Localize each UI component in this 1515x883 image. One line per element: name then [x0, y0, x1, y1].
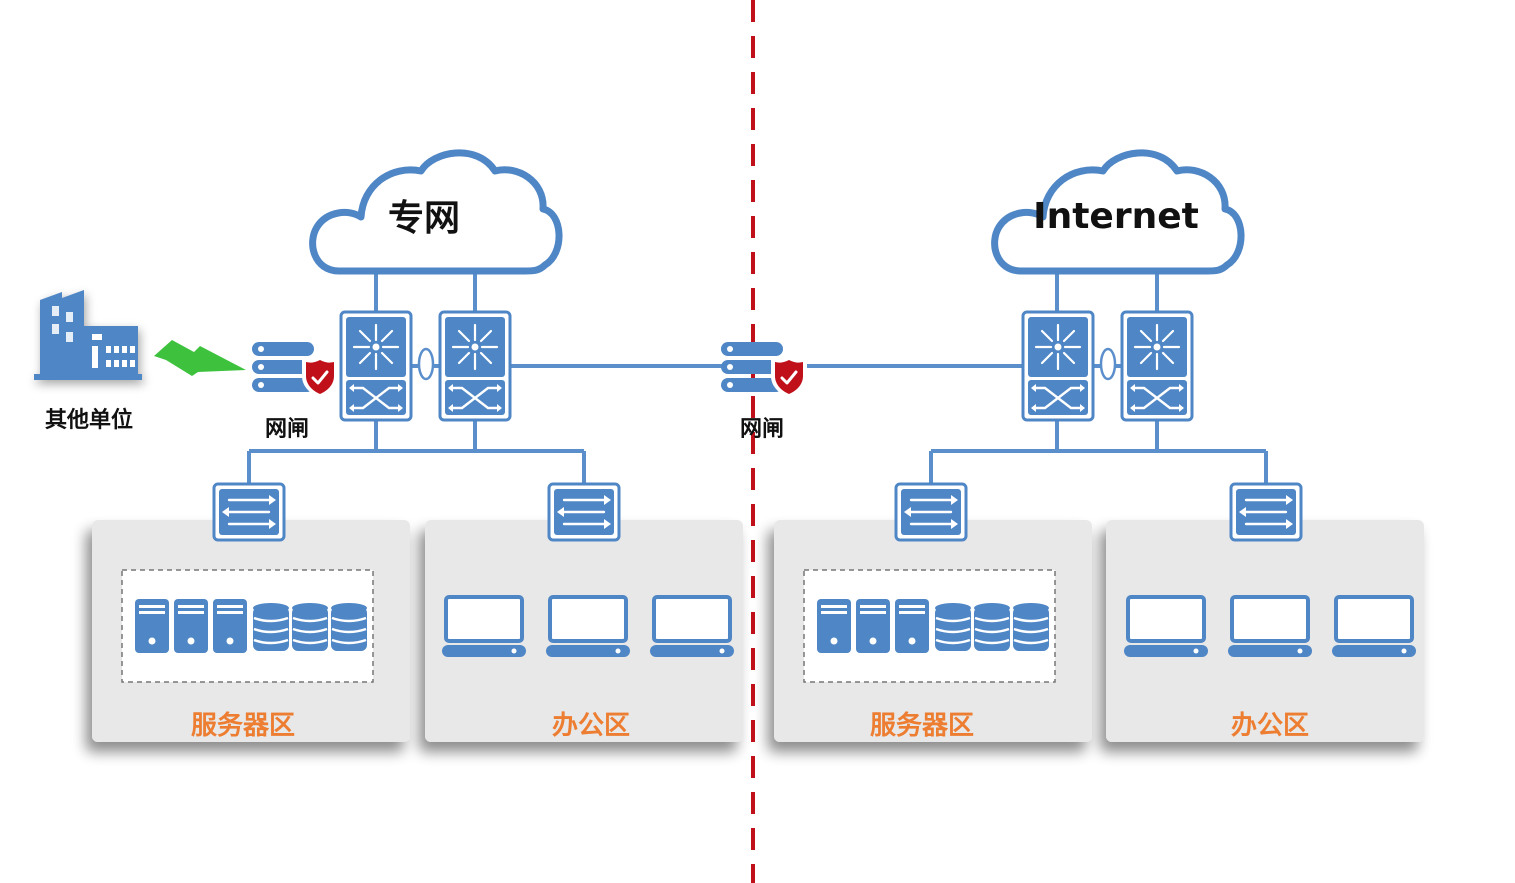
- right-office-access-switch-icon: [1229, 482, 1303, 542]
- right-server-zone-label: 服务器区: [870, 711, 974, 741]
- right-link-aggregation-icon: [1099, 347, 1117, 381]
- building-icon: [34, 290, 142, 380]
- network-links: [247, 268, 1268, 486]
- left-link-aggregation-icon: [417, 347, 435, 381]
- right-office-laptops: [1122, 595, 1418, 659]
- left-server-access-switch-icon: [212, 482, 286, 542]
- middle-gatekeeper-label: 网闸: [740, 417, 784, 442]
- left-office-laptops: [440, 595, 736, 659]
- right-core-switch-2-icon: [1120, 310, 1194, 422]
- laptop-icon: [544, 595, 632, 659]
- laptop-icon: [440, 595, 528, 659]
- laptop-icon: [1122, 595, 1210, 659]
- right-server-access-switch-icon: [894, 482, 968, 542]
- wireless-link-bolt-icon: [154, 340, 246, 376]
- private-network-cloud: 专网: [313, 153, 559, 271]
- external-unit-label: 其他单位: [45, 407, 133, 433]
- left-core-switch-2-icon: [438, 310, 512, 422]
- right-core-switch-1-icon: [1021, 310, 1095, 422]
- middle-gatekeeper-icon: [719, 340, 809, 400]
- left-gatekeeper-icon: [250, 340, 340, 400]
- laptop-icon: [1226, 595, 1314, 659]
- left-office-zone-label: 办公区: [552, 711, 630, 741]
- internet-cloud-label: Internet: [1033, 196, 1199, 237]
- internet-cloud: Internet: [995, 153, 1241, 271]
- left-core-switch-1-icon: [339, 310, 413, 422]
- left-office-access-switch-icon: [547, 482, 621, 542]
- laptop-icon: [1330, 595, 1418, 659]
- right-office-zone-label: 办公区: [1231, 711, 1309, 741]
- left-gatekeeper-label: 网闸: [265, 417, 309, 442]
- private-network-cloud-label: 专网: [388, 198, 460, 239]
- left-server-zone-label: 服务器区: [191, 711, 295, 741]
- laptop-icon: [648, 595, 736, 659]
